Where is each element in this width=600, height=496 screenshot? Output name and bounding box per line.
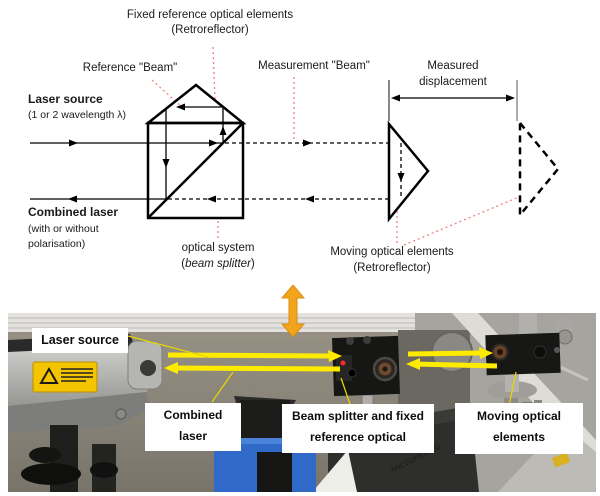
label-combined-sub-1: (with or without	[28, 223, 99, 235]
label-moving-2: (Retroreflector)	[353, 262, 430, 274]
tripod-mount	[21, 408, 127, 492]
diagram-photo-connector	[280, 285, 306, 338]
leader-beam-splitter	[340, 377, 351, 405]
interferometer-schematic: Fixed reference optical elements (Retror…	[28, 9, 560, 274]
moved-retroreflector-ghost	[518, 119, 560, 219]
top-knob	[346, 337, 354, 345]
blue-block-top	[214, 437, 316, 444]
arrowhead	[176, 103, 185, 111]
label-line: laser	[178, 429, 208, 443]
arrowhead	[69, 139, 78, 147]
arrowhead	[68, 195, 77, 203]
arrowhead	[406, 358, 420, 370]
optical-elements	[144, 83, 560, 223]
label-leader-lines	[127, 335, 517, 407]
silver-rod	[557, 364, 589, 382]
laser-beam-arrows	[164, 347, 498, 374]
arrowhead	[219, 126, 227, 135]
label-moving-1: Moving optical elements	[330, 246, 454, 258]
leader-moved-element	[403, 196, 520, 246]
arrowhead	[479, 347, 493, 359]
beam-arrowheads	[68, 103, 405, 203]
arrowhead	[397, 173, 405, 182]
arrowhead	[305, 195, 314, 203]
leader-combined-laser	[211, 371, 234, 403]
leader-fixed-retroreflector	[212, 46, 216, 102]
lens-aperture	[533, 345, 547, 359]
label-fixed-ref-1: Fixed reference optical elements	[127, 9, 293, 21]
arrowhead	[303, 139, 312, 147]
machine-warning-sticker	[551, 452, 571, 468]
beam-arrow-left	[171, 365, 341, 372]
top-knob	[363, 336, 371, 344]
laser-aperture	[140, 360, 156, 376]
arrowhead	[328, 350, 342, 362]
machine-knob	[557, 329, 573, 345]
measured-displacement-dimension	[388, 80, 518, 121]
lens-center	[497, 349, 503, 355]
label-line: Combined	[163, 408, 223, 422]
beam-paths	[30, 106, 402, 200]
screw	[554, 347, 560, 353]
label-line: reference optical	[309, 430, 407, 444]
arrowhead	[207, 195, 216, 203]
label-reference-beam: Reference "Beam"	[83, 62, 177, 74]
laser-spot	[340, 360, 346, 366]
beam-splitter-italic: beam splitter	[185, 258, 252, 270]
label-measured-1: Measured	[427, 60, 478, 72]
photo-label-beam-splitter: Beam splitter and fixed reference optica…	[282, 404, 434, 453]
paren: (	[181, 258, 185, 270]
beam-arrow-right	[167, 352, 331, 359]
photo-label-moving-optics: Moving optical elements	[455, 403, 583, 454]
leader-laser-source	[127, 335, 209, 358]
connector-center	[382, 366, 388, 372]
white-wedge	[314, 450, 357, 492]
fixed-retroreflector-prism	[144, 83, 247, 125]
leader-reference-beam	[151, 79, 184, 109]
label-line: elements	[492, 430, 546, 444]
label-laser-source-sub: (1 or 2 wavelength λ)	[28, 109, 126, 121]
photo-label-combined-laser: Combined laser	[145, 403, 241, 451]
machine-cylinder	[519, 313, 537, 337]
label-beam-splitter: (beam splitter)	[181, 258, 255, 270]
label-measured-2: displacement	[419, 76, 488, 88]
retroreflector-housing	[485, 332, 561, 376]
label-fixed-ref-2: (Retroreflector)	[171, 24, 248, 36]
moving-retroreflector-prism	[387, 120, 430, 223]
label-laser-source: Laser source	[28, 92, 103, 106]
aperture	[347, 368, 357, 378]
mount-neck	[505, 374, 519, 392]
arrowhead	[391, 94, 400, 102]
double-arrow-icon	[280, 285, 306, 338]
setup-photograph: ANCEDREAL3D	[8, 313, 596, 492]
arrowhead	[209, 139, 218, 147]
laser-warning-sticker	[32, 361, 98, 393]
camera-body	[240, 400, 290, 438]
label-line: Moving optical	[477, 409, 561, 423]
label-combined-laser: Combined laser	[28, 205, 118, 219]
label-combined-sub-2: polarisation)	[28, 238, 85, 250]
beam-arrow-left	[413, 361, 498, 369]
annotation-leader-lines	[151, 46, 520, 246]
black-cube	[257, 452, 292, 492]
beam-splitter-device	[332, 335, 400, 451]
photo-label-laser-source: Laser source	[32, 328, 128, 353]
laser-head-base	[8, 392, 150, 432]
label-optical-system: optical system	[182, 242, 255, 254]
paren: )	[251, 258, 255, 270]
label-line: Beam splitter and fixed	[291, 409, 425, 423]
arrowhead	[164, 362, 178, 374]
beam-arrow-right	[407, 350, 483, 357]
leader-moving-optics	[508, 371, 517, 407]
label-measurement-beam: Measurement "Beam"	[258, 60, 370, 72]
adjuster-knob	[115, 408, 127, 420]
arrowhead	[506, 94, 515, 102]
beam-splitter-diagonal	[147, 122, 244, 219]
arrowhead	[162, 159, 170, 168]
